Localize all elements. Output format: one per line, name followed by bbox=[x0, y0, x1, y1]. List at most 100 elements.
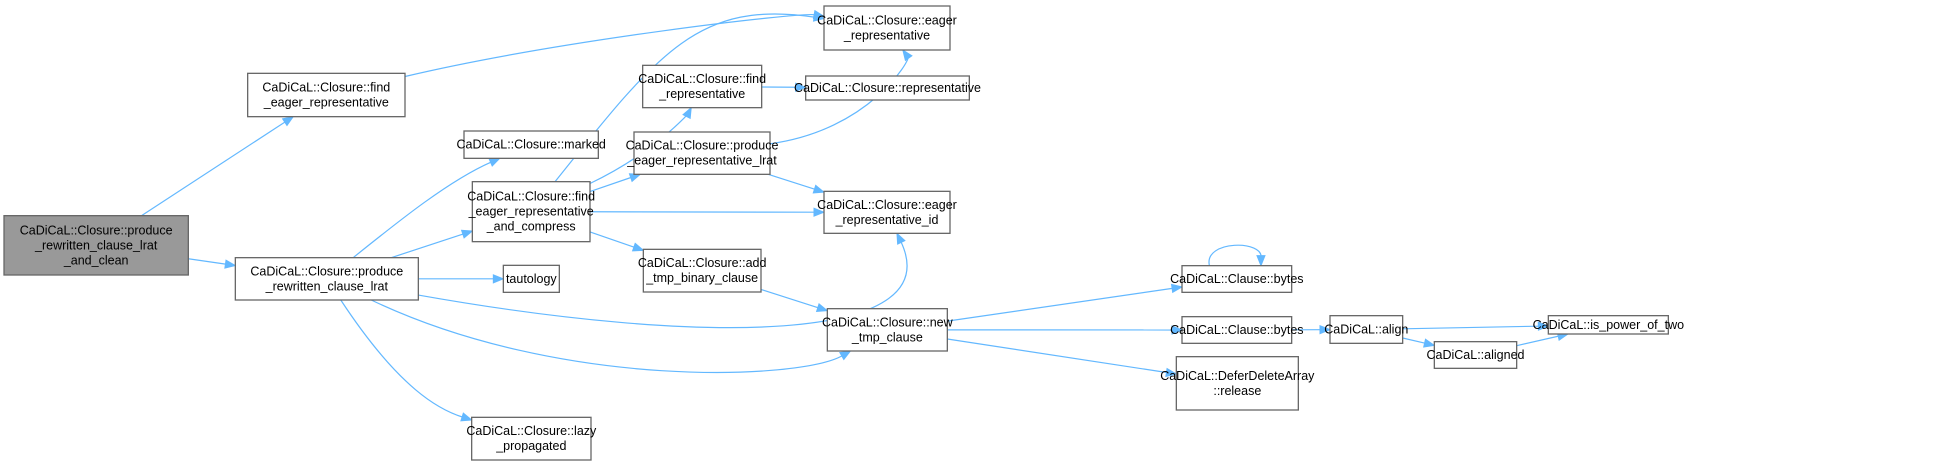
arrowhead-icon bbox=[281, 115, 295, 127]
node-label: CaDiCaL::Closure::produce bbox=[250, 264, 403, 278]
node-produce-eager-rep-lrat[interactable]: CaDiCaL::Closure::produce_eager_represen… bbox=[626, 131, 779, 175]
call-edge bbox=[418, 232, 908, 329]
node-label: _representative bbox=[658, 87, 745, 101]
arrowhead-icon bbox=[1537, 321, 1550, 331]
node-label: _tmp_binary_clause bbox=[645, 271, 758, 285]
node-tautology[interactable]: tautology bbox=[502, 264, 560, 293]
arrowhead-icon bbox=[488, 157, 502, 167]
call-edge bbox=[188, 258, 237, 269]
node-bytes2[interactable]: CaDiCaL::Clause::bytes bbox=[1170, 316, 1304, 344]
edge-line bbox=[141, 121, 286, 217]
node-root[interactable]: CaDiCaL::Closure::produce_rewritten_clau… bbox=[3, 215, 189, 276]
node-representative[interactable]: CaDiCaL::Closure::representative bbox=[794, 75, 981, 101]
edge-line bbox=[391, 233, 464, 259]
arrowhead-icon bbox=[1256, 255, 1266, 268]
call-edge bbox=[370, 299, 852, 374]
node-label: _rewritten_clause_lrat bbox=[34, 238, 158, 252]
arrowhead-icon bbox=[813, 207, 826, 217]
node-label: CaDiCaL::Clause::bytes bbox=[1170, 323, 1303, 337]
node-marked[interactable]: CaDiCaL::Closure::marked bbox=[456, 130, 606, 159]
node-is-power-of-two[interactable]: CaDiCaL::is_power_of_two bbox=[1533, 315, 1685, 335]
node-align[interactable]: CaDiCaL::align bbox=[1324, 315, 1408, 344]
node-add-tmp-binary[interactable]: CaDiCaL::Closure::add_tmp_binary_clause bbox=[638, 248, 767, 293]
edge-line bbox=[589, 231, 636, 248]
call-edge bbox=[589, 173, 642, 193]
arrowhead-icon bbox=[1165, 367, 1178, 378]
edge-line bbox=[1402, 337, 1426, 344]
node-label: CaDiCaL::Closure::find bbox=[262, 81, 390, 95]
node-label: _tmp_clause bbox=[851, 330, 923, 344]
node-box bbox=[471, 416, 592, 461]
node-defer-release[interactable]: CaDiCaL::DeferDeleteArray::release bbox=[1160, 356, 1315, 411]
edge-line bbox=[1402, 325, 1540, 330]
node-lazy-propagated[interactable]: CaDiCaL::Closure::lazy_propagated bbox=[466, 416, 597, 461]
node-box bbox=[463, 130, 599, 159]
call-edge bbox=[761, 82, 808, 92]
node-label: ::release bbox=[1213, 384, 1261, 398]
node-label: tautology bbox=[506, 272, 557, 286]
call-edge bbox=[589, 207, 826, 217]
node-new-tmp-clause[interactable]: CaDiCaL::Closure::new_tmp_clause bbox=[822, 308, 954, 352]
node-box bbox=[502, 264, 560, 293]
arrowhead-icon bbox=[1319, 324, 1332, 335]
arrowhead-icon bbox=[812, 184, 826, 194]
arrowhead-icon bbox=[815, 302, 829, 312]
node-box bbox=[642, 248, 762, 293]
arrowhead-icon bbox=[460, 229, 474, 239]
node-find-eager-rep[interactable]: CaDiCaL::Closure::find_eager_representat… bbox=[247, 72, 406, 118]
call-edge bbox=[1402, 321, 1550, 331]
arrowhead-icon bbox=[631, 242, 645, 252]
node-eager-rep[interactable]: CaDiCaL::Closure::eager_representative bbox=[817, 5, 957, 51]
node-produce-rcl[interactable]: CaDiCaL::Closure::produce_rewritten_clau… bbox=[234, 257, 419, 301]
edge-line bbox=[768, 173, 816, 191]
node-label: CaDiCaL::Closure::find bbox=[467, 190, 595, 204]
arrowhead-icon bbox=[1170, 283, 1184, 294]
arrowhead-icon bbox=[839, 350, 852, 361]
node-box bbox=[805, 75, 970, 101]
edge-line bbox=[340, 299, 464, 418]
node-label: CaDiCaL::Closure::eager bbox=[817, 14, 957, 28]
node-label: CaDiCaL::Closure::find bbox=[638, 72, 766, 86]
node-find-eager-rep-compress[interactable]: CaDiCaL::Closure::find_eager_representat… bbox=[467, 181, 595, 243]
node-bytes1[interactable]: CaDiCaL::Clause::bytes bbox=[1170, 265, 1304, 293]
node-label: CaDiCaL::DeferDeleteArray bbox=[1160, 369, 1315, 383]
edge-line bbox=[760, 288, 819, 309]
node-eager-rep-id[interactable]: CaDiCaL::Closure::eager_representative_i… bbox=[817, 190, 957, 234]
call-edge bbox=[1291, 324, 1332, 335]
arrowhead-icon bbox=[1423, 338, 1436, 348]
call-edge bbox=[947, 283, 1184, 322]
node-box bbox=[633, 131, 771, 175]
edge-line bbox=[188, 258, 227, 265]
node-label: CaDiCaL::Closure::add bbox=[638, 256, 767, 270]
node-box bbox=[642, 64, 763, 109]
node-label: CaDiCaL::align bbox=[1324, 323, 1408, 337]
node-label: CaDiCaL::Closure::new bbox=[822, 315, 954, 329]
node-label: _and_compress bbox=[486, 220, 576, 234]
arrowhead-icon bbox=[902, 48, 913, 62]
node-box bbox=[826, 308, 948, 352]
call-edge bbox=[760, 288, 829, 312]
call-edge bbox=[1402, 337, 1436, 348]
node-label: _representative_id bbox=[835, 213, 939, 227]
node-box bbox=[471, 181, 591, 243]
arrowhead-icon bbox=[224, 259, 237, 269]
node-box bbox=[1547, 315, 1669, 335]
arrowhead-icon bbox=[795, 82, 808, 92]
call-edge bbox=[340, 299, 473, 422]
node-box bbox=[823, 190, 951, 234]
call-edge bbox=[589, 231, 645, 252]
arrowhead-icon bbox=[492, 274, 505, 284]
node-aligned[interactable]: CaDiCaL::aligned bbox=[1427, 341, 1525, 369]
node-box bbox=[823, 5, 951, 51]
edge-line bbox=[1516, 335, 1560, 347]
node-label: _and_clean bbox=[63, 253, 129, 267]
node-find-rep[interactable]: CaDiCaL::Closure::find_representative bbox=[638, 64, 766, 109]
node-label: CaDiCaL::is_power_of_two bbox=[1533, 318, 1685, 332]
arrowhead-icon bbox=[896, 232, 906, 245]
call-edge bbox=[768, 173, 826, 194]
node-label: CaDiCaL::Closure::lazy bbox=[466, 424, 597, 438]
node-box bbox=[247, 72, 406, 118]
call-edge bbox=[947, 325, 1184, 335]
node-label: _eager_representative bbox=[468, 205, 594, 219]
